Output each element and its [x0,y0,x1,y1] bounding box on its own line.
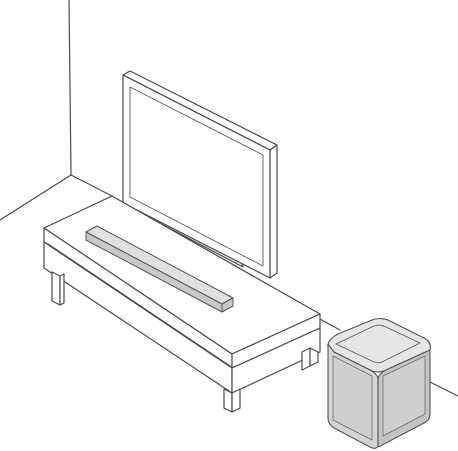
wall-corner-line [68,0,72,176]
cabinet-leg-front-left [51,271,61,306]
subwoofer [327,317,431,449]
cabinet-leg-front-left-side [59,273,65,306]
left-wall-floor-line [0,174,72,221]
tv [122,70,278,279]
subwoofer-front-grill [332,355,373,441]
cabinet-side-panel [231,327,321,394]
back-wall-floor-line-right [317,317,341,331]
cabinet-leg-front-right [223,388,233,413]
tv-frame [122,74,271,279]
subwoofer-top-bevel [335,324,421,364]
tv-right-edge [269,144,278,279]
room-walls [0,0,458,397]
subwoofer-side-grill [382,355,426,437]
soundbar-end [221,297,234,313]
cabinet-leg-front-right-side [231,388,241,413]
cabinet-leg-back-right-side [309,347,319,367]
back-wall-floor-line [70,174,113,197]
cabinet-leg-back-right [301,347,311,371]
back-wall-floor-line-far [429,381,458,397]
soundbar [85,225,234,313]
tv-screen [129,86,264,267]
